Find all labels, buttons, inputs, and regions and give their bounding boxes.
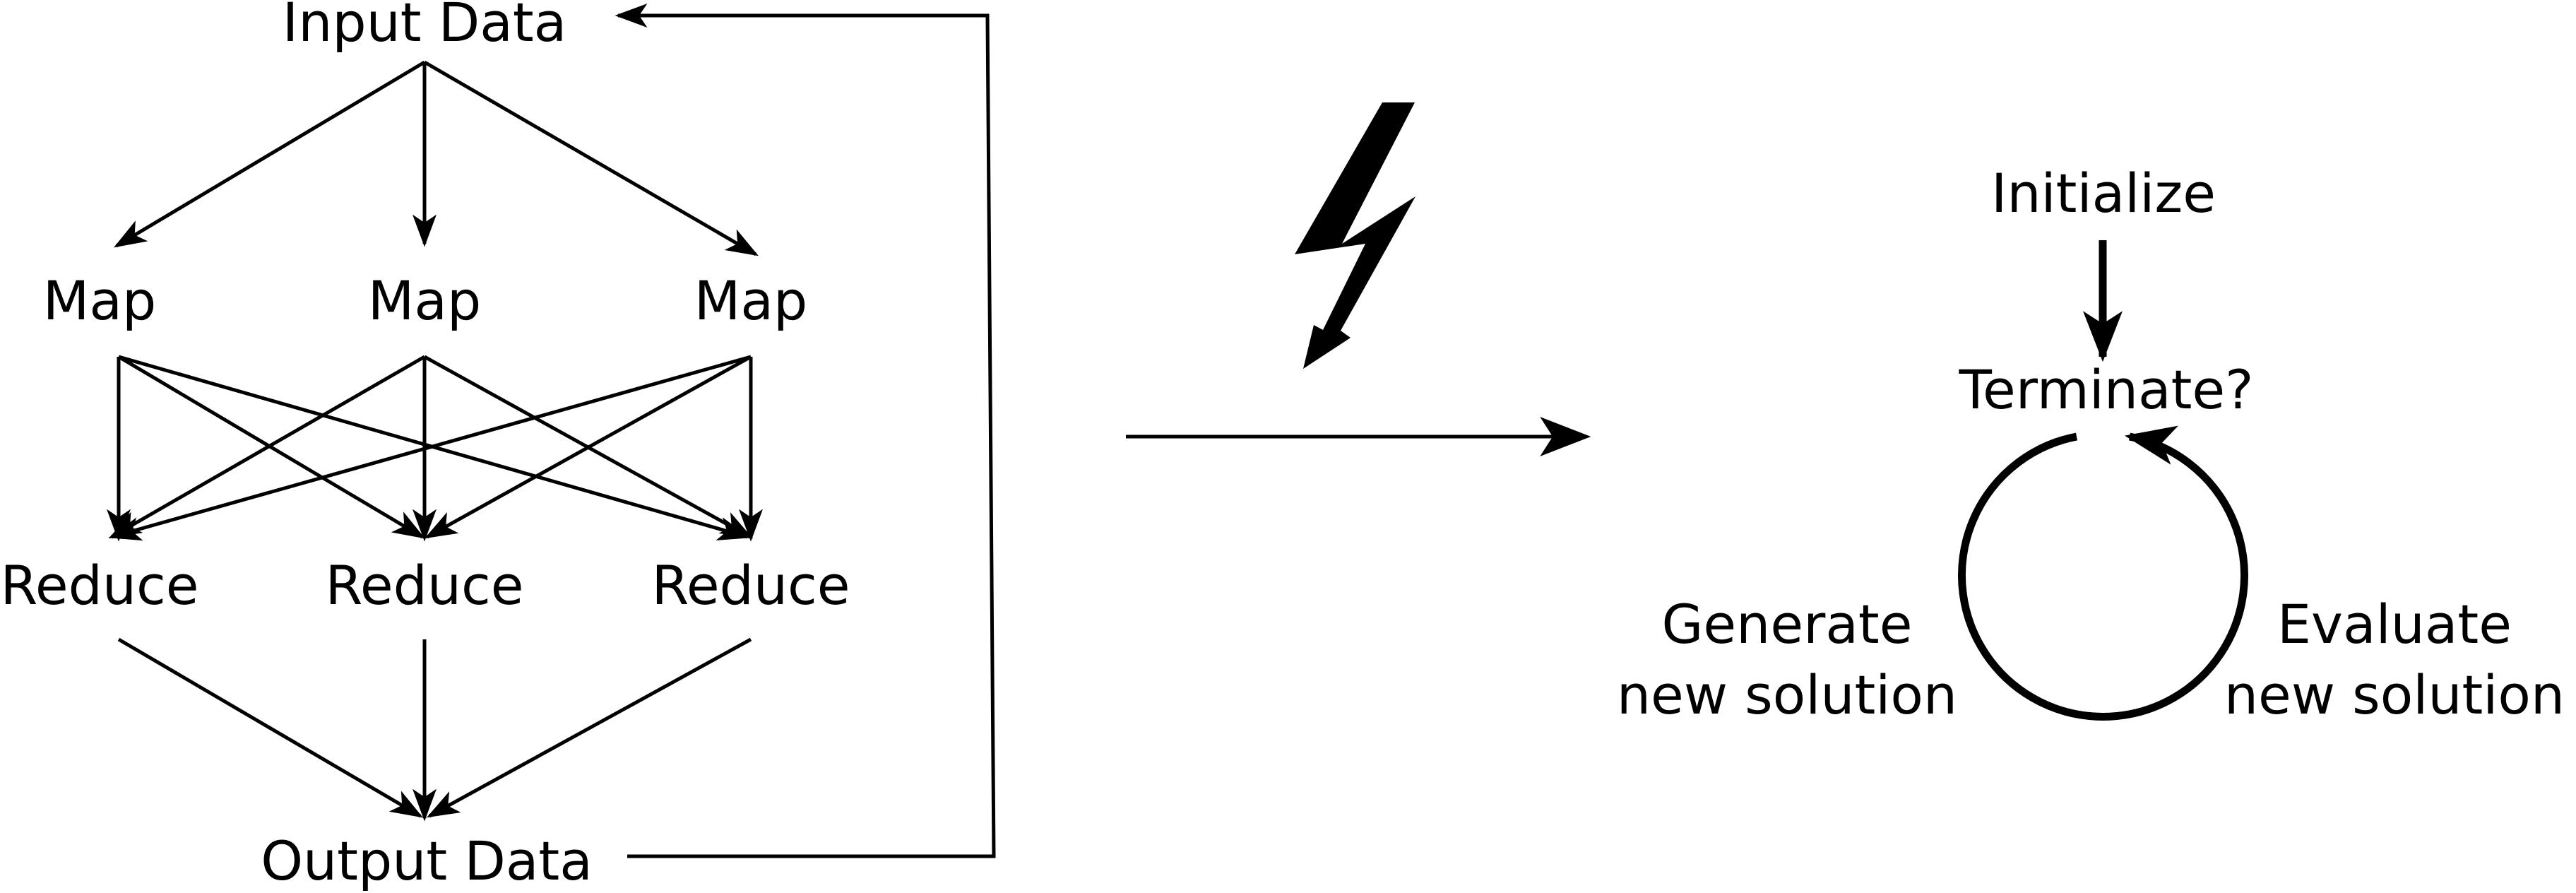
shuffle-arrows [107, 355, 763, 542]
map-label-2: Map [368, 269, 481, 332]
input-to-map-arrows [114, 60, 759, 256]
reduce-to-output-arrows [117, 637, 752, 822]
evaluate-label-line1: Evaluate [2277, 593, 2512, 656]
terminate-label: Terminate? [1959, 358, 2254, 421]
lightning-bolt-icon [1295, 102, 1415, 369]
reduce-label-1: Reduce [0, 554, 198, 617]
arrow-reduce3-output [426, 637, 752, 818]
arrow-reduce1-output [117, 637, 423, 818]
map-label-1: Map [43, 269, 156, 332]
arrow-map2-reduce1 [109, 355, 426, 539]
reduce-label-2: Reduce [325, 554, 523, 617]
arrow-input-map-3 [423, 60, 759, 256]
cycle-loop-arrow [1958, 425, 2248, 721]
arrow-map3-reduce2 [424, 355, 752, 539]
output-data-label: Output Data [261, 829, 593, 892]
initialize-label: Initialize [1991, 162, 2216, 225]
mapreduce-diagram: Input Data Map Map Map Reduce Reduce Red… [0, 0, 996, 892]
iterative-search-cycle: Initialize Terminate? Generate new solut… [1617, 162, 2565, 726]
evaluate-label-line2: new solution [2224, 663, 2565, 726]
reduce-label-3: Reduce [651, 554, 850, 617]
arrow-map3-reduce1 [108, 355, 752, 541]
generate-label-line1: Generate [1662, 593, 1913, 656]
map-label-3: Map [694, 269, 807, 332]
transform-section [1126, 102, 1591, 456]
input-data-label: Input Data [283, 0, 566, 54]
arrow-input-map-1 [114, 60, 426, 248]
feedback-loop-arrow [615, 4, 996, 858]
generate-label-line2: new solution [1617, 663, 1957, 726]
